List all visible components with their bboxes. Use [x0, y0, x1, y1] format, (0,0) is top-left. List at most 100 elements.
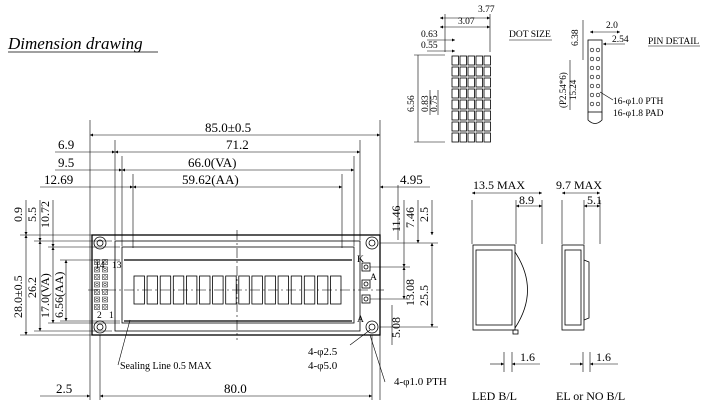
header-pad — [102, 281, 108, 288]
pin-detail-hole — [595, 47, 601, 53]
led-bl-label: LED B/L — [472, 389, 517, 403]
dim-5-08: 5.08 — [389, 317, 403, 338]
dim-12-69: 12.69 — [44, 172, 73, 187]
pin-dim-2-0: 2.0 — [606, 21, 618, 31]
viewing-area — [121, 246, 355, 324]
dot-dim-3-07: 3.07 — [458, 17, 475, 27]
led-dim-8-9: 8.9 — [519, 193, 534, 207]
dot-cell — [475, 121, 483, 132]
note-sealing-line: Sealing Line 0.5 MAX — [120, 361, 212, 372]
dot-cell — [483, 121, 491, 132]
character-cell — [159, 275, 172, 305]
dot-cell — [459, 66, 467, 77]
dot-cell — [451, 110, 459, 121]
pin-detail-hole — [595, 101, 601, 107]
pin-detail-hole — [589, 74, 595, 80]
dot-cell — [475, 132, 483, 143]
pin-detail-hole — [589, 65, 595, 71]
character-cell — [133, 275, 145, 305]
pin-detail-hole — [589, 56, 595, 62]
header-pad — [102, 266, 108, 273]
dim-0-9: 0.9 — [11, 207, 25, 222]
header-pad — [94, 304, 100, 310]
dim-80-0: 80.0 — [224, 381, 247, 396]
pin-detail-hole — [595, 56, 601, 62]
dim-13-08: 13.08 — [403, 279, 417, 306]
dot-dim-0-63: 0.63 — [421, 30, 438, 40]
dot-dim-0-83: 0.83 — [421, 95, 431, 112]
dot-cell — [451, 55, 459, 66]
dot-cell — [475, 88, 483, 99]
header-hole — [103, 282, 107, 287]
dot-cell — [475, 66, 483, 77]
character-cell — [238, 275, 250, 305]
header-pad — [102, 304, 108, 310]
side-view-el: 9.7 MAX 5.1 1.6 EL or NO B/L — [556, 178, 625, 403]
drawing-title: Dimension drawing — [7, 34, 143, 53]
note-hole-2-5: 4-φ2.5 — [308, 346, 338, 358]
pin-detail-hole — [589, 47, 595, 53]
dot-dim-6-56: 6.56 — [407, 95, 417, 112]
dot-grid — [451, 55, 491, 143]
character-cell — [225, 275, 237, 305]
dim-26-2: 26.2 — [25, 277, 39, 298]
dim-85-0: 85.0±0.5 — [205, 120, 251, 135]
dot-cell — [483, 132, 491, 143]
dot-size-label: DOT SIZE — [509, 30, 551, 40]
pin-detail-hole — [595, 92, 601, 98]
dim-4-95: 4.95 — [400, 172, 423, 187]
dot-cell — [451, 66, 459, 77]
pin-detail-hole — [589, 92, 595, 98]
dot-cell — [451, 99, 459, 110]
dim-2-5-right: 2.5 — [417, 207, 431, 222]
character-cell — [185, 275, 198, 305]
dot-dim-3-77: 3.77 — [478, 5, 495, 15]
el-dim-1-6: 1.6 — [596, 350, 611, 364]
character-cell — [290, 275, 303, 305]
dot-cell — [483, 99, 491, 110]
header-hole — [95, 282, 99, 287]
header-pad — [102, 289, 108, 295]
note-hole-5-0: 4-φ5.0 — [308, 360, 338, 372]
dot-cell — [483, 77, 491, 88]
header-hole — [95, 297, 99, 302]
dot-cell — [467, 132, 475, 143]
dot-dim-0-55: 0.55 — [421, 41, 438, 51]
header-hole — [95, 275, 99, 279]
dot-cell — [483, 88, 491, 99]
dim-59-62-aa: 59.62(AA) — [182, 172, 239, 187]
dot-cell — [483, 66, 491, 77]
dot-cell — [475, 55, 483, 66]
dim-11-46: 11.46 — [389, 205, 403, 232]
dot-cell — [467, 121, 475, 132]
pin-dim-15-24: 15.24 — [568, 79, 578, 100]
dot-cell — [459, 99, 467, 110]
dim-66-0-va: 66.0(VA) — [188, 155, 237, 170]
pin-dim-6-38: 6.38 — [571, 29, 581, 46]
character-cell — [172, 275, 185, 305]
dot-cell — [467, 110, 475, 121]
dot-cell — [459, 121, 467, 132]
pin-label-a1: A — [370, 273, 377, 283]
dim-25-5: 25.5 — [417, 285, 431, 306]
pin-label-13: 13 — [112, 261, 122, 271]
character-cell — [264, 275, 276, 305]
dim-7-46: 7.46 — [403, 207, 417, 228]
backlight-pads — [361, 262, 371, 304]
dot-cell — [459, 55, 467, 66]
dot-cell — [451, 132, 459, 143]
header-pad — [94, 289, 100, 295]
pin-label-k: K — [357, 255, 364, 265]
el-dim-5-1: 5.1 — [587, 193, 602, 207]
dot-cell — [459, 88, 467, 99]
dim-6-56-aa: 6.56(AA) — [52, 272, 66, 318]
pin-note-pad: 16-φ1.8 PAD — [613, 109, 664, 119]
dim-5-5: 5.5 — [25, 207, 39, 222]
side-view-led: 13.5 MAX 8.9 1.6 LED B/L — [471, 178, 543, 403]
pin-detail-label: PIN DETAIL — [648, 37, 699, 47]
header-hole — [95, 305, 99, 309]
dot-cell — [475, 110, 483, 121]
dot-cell — [459, 77, 467, 88]
front-view: 14 13 2 1 K A A 85.0±0.5 71.2 66.0(VA) 5… — [11, 120, 447, 400]
bezel-outline — [114, 240, 361, 332]
